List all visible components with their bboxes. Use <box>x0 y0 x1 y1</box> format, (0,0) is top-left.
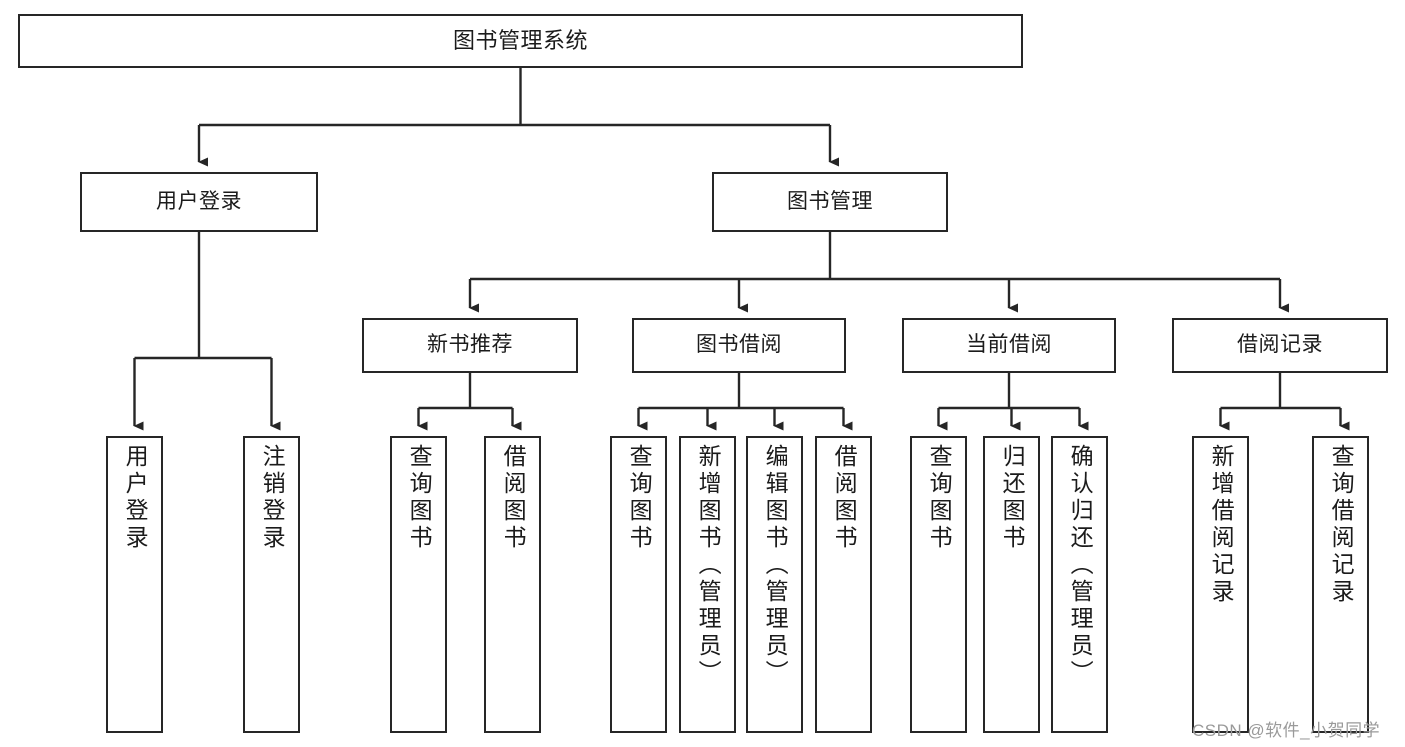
node-label: 编辑图书（管理员） <box>762 444 789 687</box>
node-leaf-borrow-book-1[interactable]: 借阅图书 <box>484 436 541 733</box>
node-leaf-return-book[interactable]: 归还图书 <box>983 436 1040 733</box>
node-leaf-add-book[interactable]: 新增图书（管理员） <box>679 436 736 733</box>
node-label: 查询图书 <box>926 444 953 552</box>
node-label: 图书借阅 <box>696 333 782 357</box>
node-book-borrow[interactable]: 图书借阅 <box>632 318 846 373</box>
node-label: 借阅图书 <box>831 444 858 552</box>
node-new-book-recommend[interactable]: 新书推荐 <box>362 318 578 373</box>
node-user-login[interactable]: 用户登录 <box>80 172 318 232</box>
node-leaf-add-record[interactable]: 新增借阅记录 <box>1192 436 1249 733</box>
node-label: 用户登录 <box>122 444 149 552</box>
node-leaf-query-record[interactable]: 查询借阅记录 <box>1312 436 1369 733</box>
node-label: 归还图书 <box>999 444 1026 552</box>
node-leaf-user-login[interactable]: 用户登录 <box>106 436 163 733</box>
node-label: 查询图书 <box>406 444 433 552</box>
node-leaf-query-book-3[interactable]: 查询图书 <box>910 436 967 733</box>
node-label: 查询借阅记录 <box>1328 444 1355 606</box>
node-label: 新增图书（管理员） <box>695 444 722 687</box>
node-leaf-borrow-book-2[interactable]: 借阅图书 <box>815 436 872 733</box>
node-label: 借阅记录 <box>1237 333 1323 357</box>
node-current-borrow[interactable]: 当前借阅 <box>902 318 1116 373</box>
node-leaf-edit-book[interactable]: 编辑图书（管理员） <box>746 436 803 733</box>
node-leaf-confirm-return[interactable]: 确认归还（管理员） <box>1051 436 1108 733</box>
node-label: 用户登录 <box>156 189 242 213</box>
node-label: 注销登录 <box>259 444 286 552</box>
node-label: 新书推荐 <box>427 333 513 357</box>
node-root[interactable]: 图书管理系统 <box>18 14 1023 68</box>
node-leaf-logout[interactable]: 注销登录 <box>243 436 300 733</box>
node-label: 借阅图书 <box>500 444 527 552</box>
node-label: 查询图书 <box>626 444 653 552</box>
node-label: 图书管理 <box>787 189 873 213</box>
node-book-manage[interactable]: 图书管理 <box>712 172 948 232</box>
node-label: 确认归还（管理员） <box>1067 444 1094 687</box>
node-borrow-record[interactable]: 借阅记录 <box>1172 318 1388 373</box>
node-leaf-query-book-1[interactable]: 查询图书 <box>390 436 447 733</box>
node-leaf-query-book-2[interactable]: 查询图书 <box>610 436 667 733</box>
node-label: 图书管理系统 <box>452 28 588 54</box>
node-label: 当前借阅 <box>966 333 1052 357</box>
node-label: 新增借阅记录 <box>1208 444 1235 606</box>
csdn-watermark: CSDN @软件_小贺同学 <box>1192 721 1381 740</box>
